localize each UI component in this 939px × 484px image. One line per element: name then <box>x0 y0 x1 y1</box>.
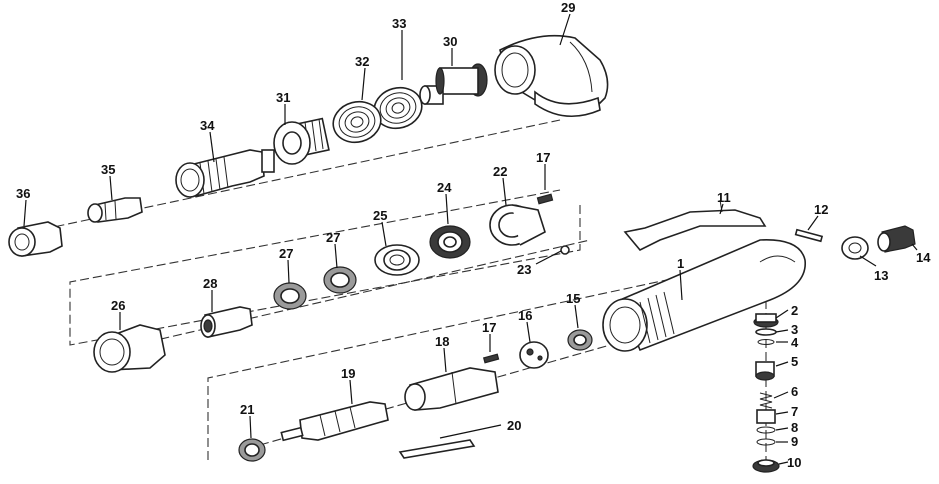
label-23: 23 <box>517 262 531 277</box>
label-27b: 27 <box>279 246 293 261</box>
label-24: 24 <box>437 180 452 195</box>
part-labels: 1 2 3 4 5 6 7 8 9 10 11 12 13 14 15 16 1… <box>16 0 931 470</box>
label-3: 3 <box>791 322 798 337</box>
label-14: 14 <box>916 250 931 265</box>
label-4: 4 <box>791 335 799 350</box>
part-27a-bearing <box>323 266 357 294</box>
label-28: 28 <box>203 276 217 291</box>
part-1-housing <box>602 239 806 352</box>
label-26: 26 <box>111 298 125 313</box>
part-7-seat <box>756 409 776 424</box>
part-33-gasket <box>373 86 423 130</box>
part-27b-bearing <box>273 282 307 310</box>
part-24-bearing <box>429 225 471 259</box>
part-36-nut <box>8 221 63 257</box>
part-10-plug <box>752 459 780 473</box>
part-20-blade <box>398 439 476 459</box>
part-19-rotor <box>280 401 389 442</box>
leader-lines <box>23 13 918 465</box>
label-8: 8 <box>791 420 798 435</box>
label-21: 21 <box>240 402 254 417</box>
label-11: 11 <box>717 190 731 205</box>
label-6: 6 <box>791 384 798 399</box>
label-30: 30 <box>443 34 457 49</box>
label-10: 10 <box>787 455 801 470</box>
part-25-bearing <box>374 244 420 276</box>
part-11-bracket <box>623 199 767 251</box>
part-28-spacer <box>200 306 253 338</box>
label-7: 7 <box>791 404 798 419</box>
part-31-threaded-ring <box>273 117 330 165</box>
part-8-ring <box>756 426 776 434</box>
label-19: 19 <box>341 366 355 381</box>
part-17-pin-top <box>536 193 554 205</box>
label-15: 15 <box>566 291 580 306</box>
label-13: 13 <box>874 268 888 283</box>
part-29-elbow <box>494 34 609 118</box>
label-12: 12 <box>814 202 828 217</box>
part-35-collet <box>87 197 143 223</box>
part-22-housing <box>489 204 546 246</box>
label-2: 2 <box>791 303 798 318</box>
part-5-valve <box>755 361 775 381</box>
label-29: 29 <box>561 0 575 15</box>
label-31: 31 <box>276 90 290 105</box>
part-9-ring <box>756 438 776 446</box>
label-22: 22 <box>493 164 507 179</box>
label-1: 1 <box>677 256 684 271</box>
label-9: 9 <box>791 434 798 449</box>
part-18-cylinder <box>404 367 499 411</box>
label-36: 36 <box>16 186 30 201</box>
label-20: 20 <box>507 418 521 433</box>
part-34-body <box>175 149 275 198</box>
part-32-gasket <box>332 100 382 144</box>
label-27a: 27 <box>326 230 340 245</box>
label-16: 16 <box>518 308 532 323</box>
part-16-end-plate <box>519 341 549 369</box>
label-32: 32 <box>355 54 369 69</box>
part-12-pin <box>794 228 824 243</box>
part-26-cap <box>93 324 166 373</box>
part-21-bearing <box>238 438 266 462</box>
label-33: 33 <box>392 16 406 31</box>
part-2-valve-cap <box>753 313 779 328</box>
label-17-bottom: 17 <box>482 320 496 335</box>
label-35: 35 <box>101 162 115 177</box>
part-23-ball <box>560 245 570 255</box>
label-5: 5 <box>791 354 798 369</box>
part-15-bearing <box>567 329 593 351</box>
part-6-spring <box>759 392 773 409</box>
part-13-washer <box>841 236 869 260</box>
label-34: 34 <box>200 118 215 133</box>
label-25: 25 <box>373 208 387 223</box>
label-17-top: 17 <box>536 150 550 165</box>
part-4-ring <box>757 339 775 345</box>
part-17-pin-bottom <box>482 353 500 364</box>
part-14-inlet <box>877 225 916 253</box>
part-3-washer <box>755 328 777 336</box>
label-18: 18 <box>435 334 449 349</box>
part-30-fitting <box>419 63 488 105</box>
